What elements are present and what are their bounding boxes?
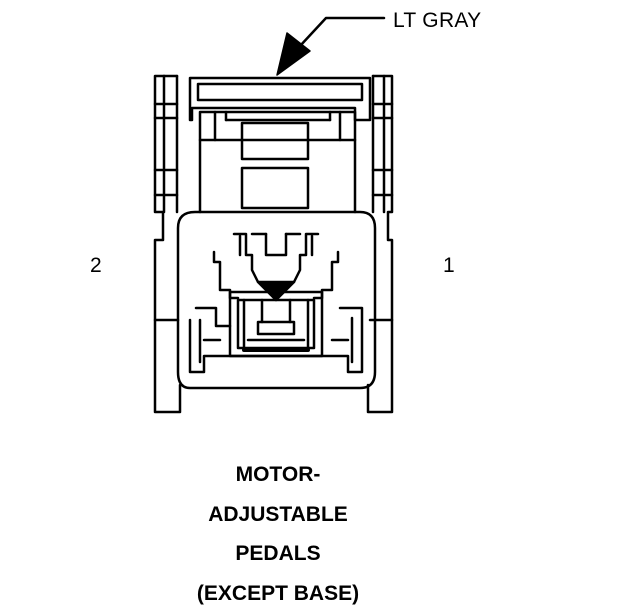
right-latch [368, 76, 392, 412]
wire-color-label: LT GRAY [393, 9, 481, 33]
callout-arrow [277, 18, 384, 75]
terminal-cavity [190, 234, 362, 372]
caption-line: MOTOR- [128, 455, 428, 495]
caption-line: PEDALS [128, 534, 428, 574]
housing-top [190, 78, 370, 212]
left-latch [155, 76, 180, 412]
connector-caption: MOTOR- ADJUSTABLE PEDALS (EXCEPT BASE) [128, 455, 428, 613]
caption-line: ADJUSTABLE [128, 495, 428, 535]
lock-windows [242, 123, 308, 208]
pin-number-left: 2 [90, 254, 102, 278]
caption-line: (EXCEPT BASE) [128, 574, 428, 613]
pin-number-right: 1 [443, 254, 455, 278]
